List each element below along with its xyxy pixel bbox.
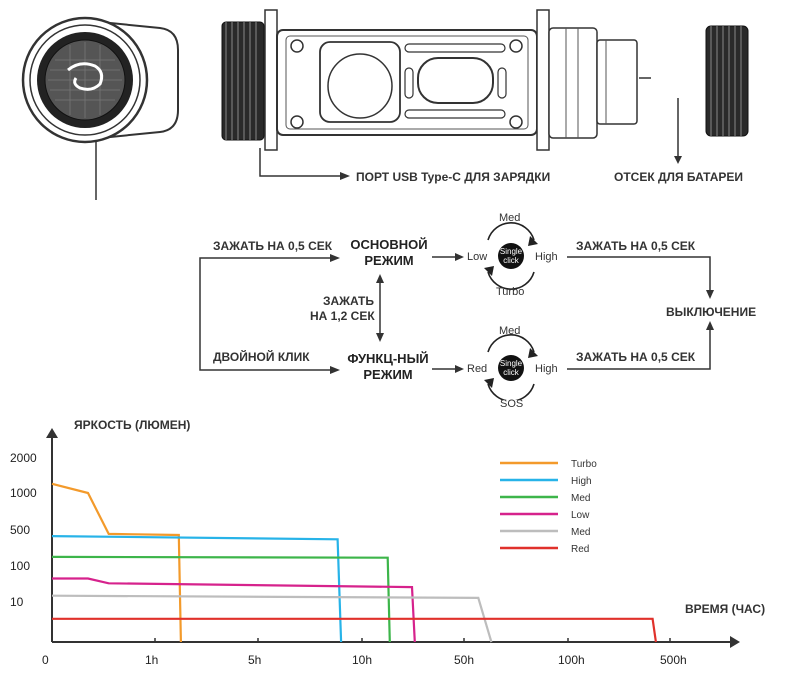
series-line-5 <box>52 617 657 643</box>
battery-cap <box>705 25 749 137</box>
series-line-1 <box>51 535 343 643</box>
tail-cap-front-view <box>21 16 179 144</box>
series-line-0 <box>51 482 182 643</box>
cycle-main-low: Low <box>467 251 488 263</box>
series-line-3 <box>52 577 416 643</box>
cycle-func-sos: SOS <box>500 398 524 410</box>
off-label: ВЫКЛЮЧЕНИЕ <box>666 305 757 319</box>
cycle-func-high: High <box>535 363 558 375</box>
chart-x-axis-label: ВРЕМЯ (ЧАС) <box>685 602 766 616</box>
y-tick-label: 500 <box>10 523 30 537</box>
chart-y-axis-label: ЯРКОСТЬ (ЛЮМЕН) <box>74 418 191 432</box>
cycle-main-high: High <box>535 251 558 263</box>
product-illustration <box>21 9 749 200</box>
y-axis-arrow <box>46 428 58 438</box>
x-axis-arrow <box>730 636 740 648</box>
mode-flow-connectors <box>199 222 714 400</box>
x-tick-label: 100h <box>558 653 585 667</box>
hold-05-label-top: ЗАЖАТЬ НА 0,5 СЕК <box>213 239 333 253</box>
x-tick-label: 0 <box>42 653 49 667</box>
series-line-2 <box>51 555 391 643</box>
usb-port-callout: ПОРТ USB Type-C ДЛЯ ЗАРЯДКИ <box>356 170 551 184</box>
x-tick-label: 500h <box>660 653 687 667</box>
x-tick-label: 1h <box>145 653 158 667</box>
y-tick-label: 2000 <box>10 451 37 465</box>
y-tick-label: 100 <box>10 559 30 573</box>
y-tick-label: 1000 <box>10 486 37 500</box>
legend-label: Med <box>571 493 590 504</box>
x-tick-label: 50h <box>454 653 474 667</box>
y-tick-label: 10 <box>10 595 24 609</box>
cycle-func-red: Red <box>467 363 488 375</box>
hold-05-label-right-bottom: ЗАЖАТЬ НА 0,5 СЕК <box>576 350 696 364</box>
double-click-label: ДВОЙНОЙ КЛИК <box>213 350 310 364</box>
cycle-func-med: Med <box>499 325 521 337</box>
x-tick-label: 5h <box>248 653 261 667</box>
battery-callout: ОТСЕК ДЛЯ БАТАРЕИ <box>614 170 744 184</box>
hold-05-label-right-top: ЗАЖАТЬ НА 0,5 СЕК <box>576 239 696 253</box>
cycle-main-turbo: Turbo <box>496 286 525 298</box>
legend-label: High <box>571 476 592 487</box>
series-line-4 <box>51 594 493 643</box>
cycle-main-med: Med <box>499 212 521 224</box>
legend-label: Turbo <box>571 459 597 470</box>
x-tick-label: 10h <box>352 653 372 667</box>
legend-label: Med <box>571 527 590 538</box>
legend-label: Red <box>571 544 589 555</box>
legend-label: Low <box>571 510 590 521</box>
flashlight-body <box>221 9 651 151</box>
